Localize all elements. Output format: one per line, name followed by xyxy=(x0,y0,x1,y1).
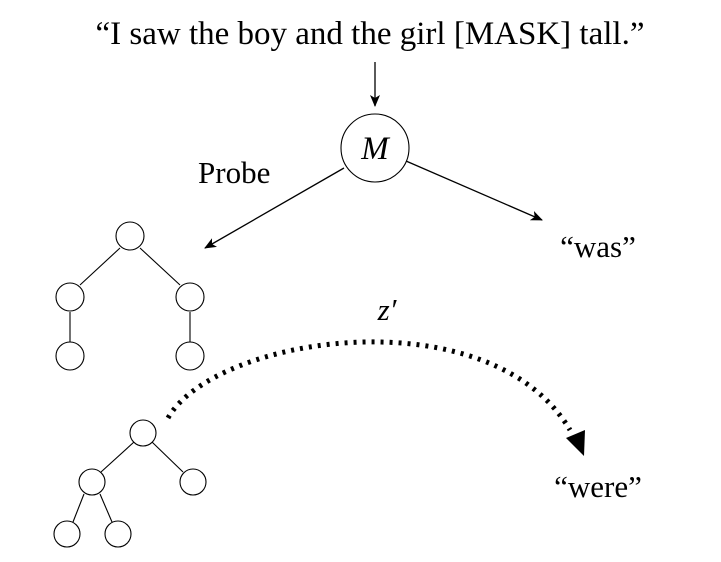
tree-node xyxy=(53,520,81,548)
tree-node xyxy=(129,419,157,447)
tree-node xyxy=(55,341,85,371)
output-arrow xyxy=(405,160,543,221)
tree-edge xyxy=(100,441,135,473)
counterfactual-syntax-tree xyxy=(53,419,207,548)
output-word-was: “was” xyxy=(560,229,636,264)
tree-edge xyxy=(99,493,113,523)
probed-syntax-tree xyxy=(55,221,205,371)
tree-node xyxy=(175,341,205,371)
tree-node xyxy=(55,282,85,312)
tree-edge xyxy=(72,493,85,523)
counterfactual-arrowhead xyxy=(566,430,585,456)
tree-node xyxy=(115,221,145,251)
model-circle xyxy=(340,113,410,183)
tree-node xyxy=(78,468,106,496)
input-sentence: “I saw the boy and the girl [MASK] tall.… xyxy=(96,16,645,52)
output-word-were: “were” xyxy=(554,469,642,504)
counterfactual-label: z′ xyxy=(377,292,398,327)
tree-edge xyxy=(139,247,181,286)
tree-node xyxy=(175,282,205,312)
probe-arrow xyxy=(204,167,345,249)
model-label: M xyxy=(360,131,390,167)
tree-node xyxy=(104,520,132,548)
tree-edge xyxy=(79,247,121,286)
model-node: M xyxy=(340,113,410,183)
counterfactual-arrow xyxy=(165,339,573,432)
tree-node xyxy=(179,468,207,496)
probe-label: Probe xyxy=(198,155,270,190)
tree-edge xyxy=(151,441,184,473)
